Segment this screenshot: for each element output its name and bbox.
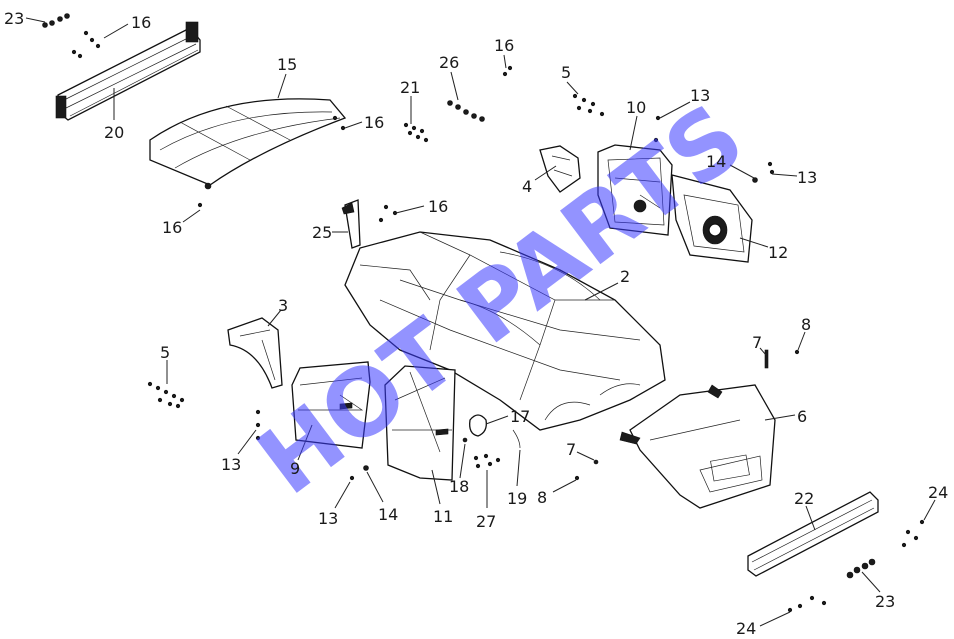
callout-labels: 23 16 20 15 16 16 21 26 16 5 10 13 4 14 … <box>4 9 948 638</box>
callout-10: 10 <box>626 98 646 117</box>
callout-21: 21 <box>400 78 420 97</box>
callout-16-top-left: 16 <box>131 13 151 32</box>
part-door-inner-right <box>671 174 753 263</box>
callout-17: 17 <box>510 407 530 426</box>
callout-7-bottom: 7 <box>566 440 576 459</box>
part-body-shell <box>344 231 666 431</box>
part-rear-door <box>384 365 456 481</box>
callout-7-right: 7 <box>752 333 762 352</box>
callout-14-top: 14 <box>706 152 726 171</box>
callout-9: 9 <box>290 459 300 478</box>
part-door-outer-right <box>597 144 673 236</box>
callout-16-left: 16 <box>162 218 182 237</box>
part-rear-bumper-beam <box>747 491 879 577</box>
callout-8-right: 8 <box>801 315 811 334</box>
callout-16-hood: 16 <box>364 113 384 132</box>
callout-13-bottom: 13 <box>318 509 338 528</box>
part-bracket <box>341 199 361 249</box>
callout-6: 6 <box>797 407 807 426</box>
callout-13-top: 13 <box>690 86 710 105</box>
callout-16-top-mid: 16 <box>494 36 514 55</box>
callout-11: 11 <box>433 507 453 526</box>
callout-13-right: 13 <box>797 168 817 187</box>
leader-lines <box>25 17 936 627</box>
callout-8-bottom: 8 <box>537 488 547 507</box>
callout-25: 25 <box>312 223 332 242</box>
callout-15: 15 <box>277 55 297 74</box>
callout-4: 4 <box>522 177 532 196</box>
callout-23-bottom: 23 <box>875 592 895 611</box>
part-fuel-lid <box>469 414 487 437</box>
callout-24-bottom: 24 <box>736 619 756 638</box>
callout-22: 22 <box>794 489 814 508</box>
part-trunk-lid <box>619 384 776 509</box>
part-hood <box>149 98 347 190</box>
callout-19: 19 <box>507 489 527 508</box>
callout-20: 20 <box>104 123 124 142</box>
callout-18: 18 <box>449 477 469 496</box>
callout-26: 26 <box>439 53 459 72</box>
callout-13-left: 13 <box>221 455 241 474</box>
callout-24-right: 24 <box>928 483 948 502</box>
callout-3: 3 <box>278 296 288 315</box>
callout-12: 12 <box>768 243 788 262</box>
callout-16-center: 16 <box>428 197 448 216</box>
callout-5-left: 5 <box>160 343 170 362</box>
callout-5-top: 5 <box>561 63 571 82</box>
part-front-fender <box>227 317 283 389</box>
part-front-bumper-beam <box>55 21 201 121</box>
callout-2: 2 <box>620 267 630 286</box>
hardware-fasteners <box>42 13 925 613</box>
callout-27: 27 <box>476 512 496 531</box>
part-door-frame-front <box>539 145 581 193</box>
callout-14-bottom: 14 <box>378 505 398 524</box>
callout-23-top: 23 <box>4 9 24 28</box>
